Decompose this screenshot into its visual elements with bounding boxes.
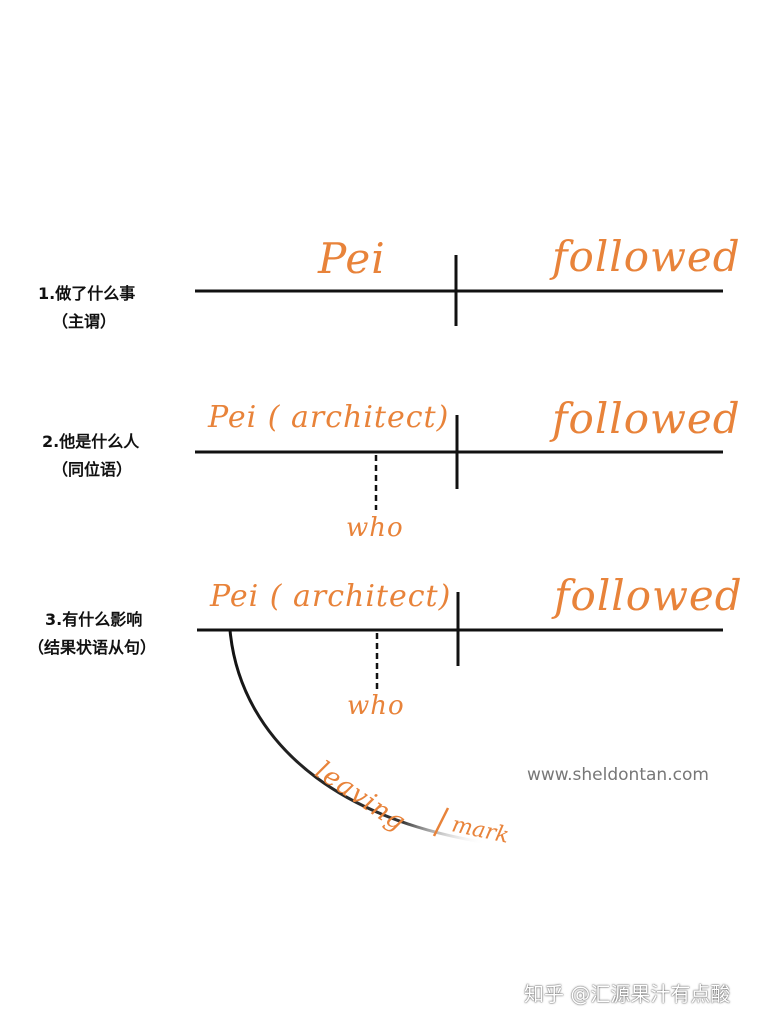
row1-question-label: 1.做了什么事 [38, 284, 136, 303]
row1-role-label: （主谓） [52, 312, 117, 331]
row2-subject: Pei ( architect) [208, 400, 450, 435]
row3-verb: followed [554, 571, 743, 620]
row2-modifier: who [346, 513, 404, 543]
row2-verb: followed [552, 394, 741, 443]
row3-subject: Pei ( architect) [210, 579, 452, 614]
row3-role-label: （结果状语从句） [28, 638, 157, 657]
row1-subject: Pei [318, 234, 386, 283]
row2-question-label: 2.他是什么人 [42, 432, 140, 451]
footer-credit: 知乎 @汇源果汁有点酸 [524, 982, 731, 1006]
row3-modifier: who [347, 691, 405, 721]
watermark-url: www.sheldontan.com [527, 765, 709, 785]
row2-role-label: （同位语） [52, 460, 133, 479]
row3-question-label: 3.有什么影响 [45, 610, 143, 629]
row1-verb: followed [552, 232, 741, 281]
row3-clause-curve [228, 629, 561, 852]
